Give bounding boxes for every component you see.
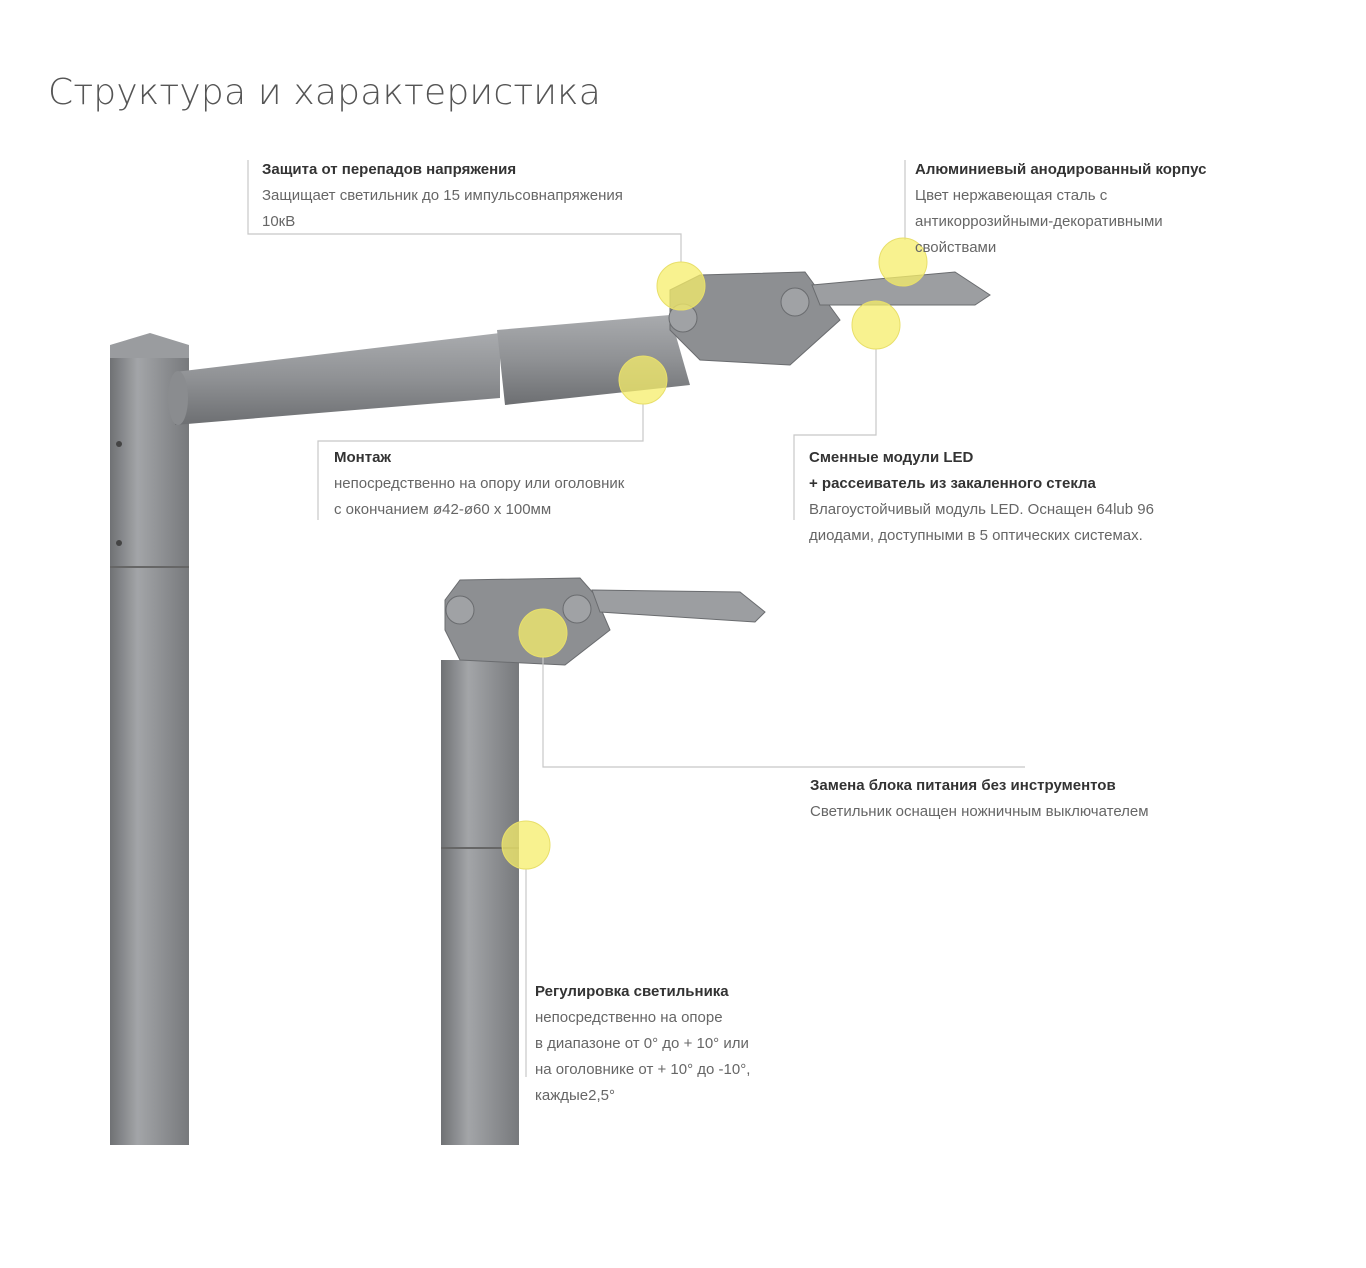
callout-heading-2: + рассеиватель из закаленного стекла xyxy=(809,475,1096,492)
callout-text: антикоррозийными-декоративными xyxy=(915,213,1163,230)
callout-heading: Алюминиевый анодированный корпус xyxy=(915,161,1207,178)
callout-text: Влагоустойчивый модуль LED. Оснащен 64lu… xyxy=(809,501,1154,518)
callout-text: Защищает светильник до 15 импульсовнапря… xyxy=(262,187,623,204)
callout-heading: Замена блока питания без инструментов xyxy=(810,777,1116,794)
callout-heading: Регулировка светильника xyxy=(535,983,729,1000)
callout-heading: Монтаж xyxy=(334,449,392,466)
leader-lines xyxy=(247,160,1025,1077)
callout-text: 10кВ xyxy=(262,213,296,230)
callout-text: свойствами xyxy=(915,239,997,256)
highlight-markers xyxy=(501,237,928,870)
callout-text: непосредственно на опоре xyxy=(535,1009,723,1026)
callout-heading: Защита от перепадов напряжения xyxy=(262,161,517,178)
callout-text: непосредственно на опору или оголовник xyxy=(334,475,625,492)
callout-mounting: Монтаж непосредственно на опору или огол… xyxy=(334,445,624,523)
callout-housing: Алюминиевый анодированный корпус Цвет не… xyxy=(915,157,1206,261)
callout-text: Светильник оснащен ножничным выключателе… xyxy=(810,803,1149,820)
callout-text: в диапазоне от 0° до + 10° или xyxy=(535,1035,749,1052)
callout-led-modules: Сменные модули LED + рассеиватель из зак… xyxy=(809,445,1154,549)
callout-heading: Сменные модули LED xyxy=(809,449,974,466)
callout-adjustment: Регулировка светильника непосредственно … xyxy=(535,979,750,1109)
callout-text: каждые2,5° xyxy=(535,1087,615,1104)
callout-text: на оголовнике от + 10° до -10°, xyxy=(535,1061,751,1078)
callout-surge-protection: Защита от перепадов напряжения Защищает … xyxy=(262,157,623,235)
page-title: Структура и характеристика xyxy=(48,72,602,113)
callout-text: диодами, доступными в 5 оптических систе… xyxy=(809,527,1143,544)
callout-text: с окончанием ø42-ø60 х 100мм xyxy=(334,501,552,518)
callout-text: Цвет нержавеющая сталь с xyxy=(915,187,1108,204)
callout-power-supply: Замена блока питания без инструментов Св… xyxy=(810,773,1149,825)
